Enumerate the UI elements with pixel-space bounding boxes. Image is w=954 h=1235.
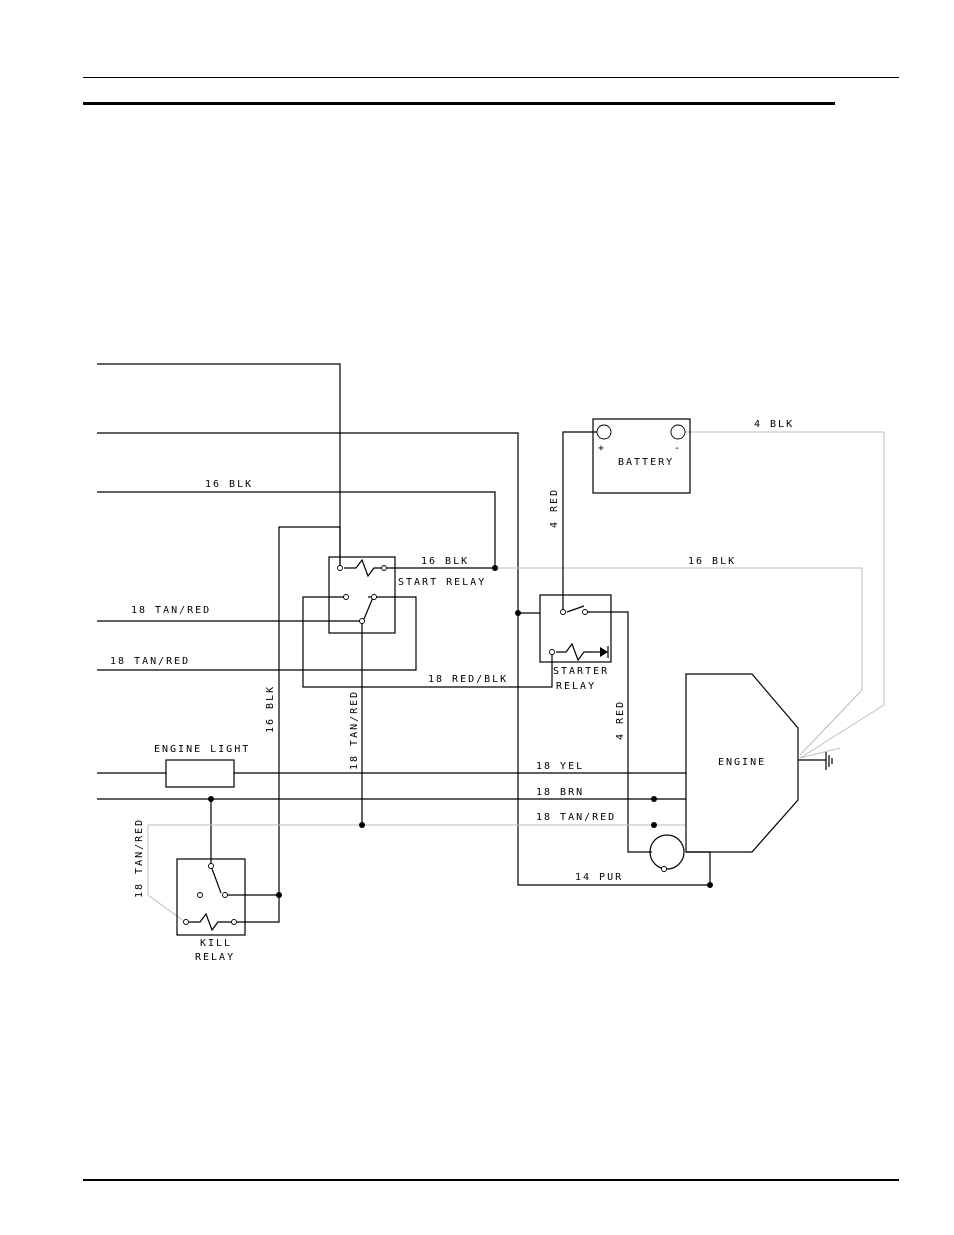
junction-dot [492, 565, 498, 571]
label-14pur: 14 PUR [575, 872, 623, 883]
battery-negative-terminal [670, 424, 686, 440]
kill-relay-label-1: KILL [200, 938, 232, 949]
engine-label: ENGINE [718, 757, 766, 768]
label-18tanred-kill: 18 TAN/RED [134, 818, 145, 898]
wire-16blk-left [97, 491, 496, 568]
wire-16blk-vert [236, 526, 341, 923]
label-4red-a: 4 RED [549, 488, 560, 528]
junction-dot [359, 822, 365, 828]
junction-dot [276, 892, 282, 898]
start-relay-terminal [381, 565, 387, 571]
junction-dot [707, 882, 713, 888]
wire-to-14pur [97, 432, 710, 886]
start-relay-box [328, 556, 396, 634]
label-4blk: 4 BLK [754, 419, 794, 430]
kill-relay-terminal [222, 892, 228, 898]
label-18tanred-vert: 18 TAN/RED [349, 690, 360, 770]
kill-relay-label-2: RELAY [195, 952, 235, 963]
header-thick-rule [83, 102, 835, 105]
starter-relay-terminal [549, 649, 555, 655]
label-16blk-vert: 16 BLK [265, 685, 276, 733]
starter-motor-terminal [661, 866, 667, 872]
start-relay-terminal [359, 618, 365, 624]
label-16blk-a: 16 BLK [205, 479, 253, 490]
start-relay-terminal [371, 594, 377, 600]
wire-4blk [678, 431, 885, 759]
starter-relay-label-2: RELAY [556, 681, 596, 692]
footer-rule [83, 1179, 899, 1181]
label-18redblk: 18 RED/BLK [428, 674, 508, 685]
junction-dot [515, 610, 521, 616]
kill-relay-terminal [208, 863, 214, 869]
battery-box [592, 418, 691, 494]
starter-relay-diode [600, 647, 608, 657]
start-relay-terminal [337, 565, 343, 571]
starter-motor [649, 834, 685, 870]
kill-relay-box [176, 858, 246, 936]
label-18brn: 18 BRN [536, 787, 584, 798]
battery-label: BATTERY [618, 457, 674, 468]
starter-relay-box [539, 594, 612, 663]
start-relay-label: START RELAY [398, 577, 486, 588]
label-16blk-c: 16 BLK [688, 556, 736, 567]
label-18yel: 18 YEL [536, 761, 584, 772]
kill-relay-switch [210, 865, 222, 894]
engine-light-label: ENGINE LIGHT [154, 744, 250, 755]
wire-4red-starter [585, 611, 652, 853]
start-relay-coil [344, 558, 384, 578]
label-4red-b: 4 RED [615, 700, 626, 740]
wire-ground-fan [799, 747, 841, 759]
wire-top-to-start-relay [97, 363, 341, 568]
junction-dot [208, 796, 214, 802]
header-thin-rule [83, 77, 899, 78]
junction-dot [651, 796, 657, 802]
label-18tanred-b: 18 TAN/RED [110, 656, 190, 667]
starter-relay-label-1: STARTER [553, 666, 609, 677]
battery-plus: + [598, 443, 606, 454]
kill-relay-terminal [231, 919, 237, 925]
junction-dot [651, 822, 657, 828]
battery-positive-terminal [596, 424, 612, 440]
kill-relay-coil [189, 912, 232, 932]
starter-relay-coil [556, 642, 600, 662]
wire-18tanred-b [97, 596, 417, 671]
wire-18redblk [302, 596, 553, 688]
engine-block [685, 673, 799, 853]
engine-light-box [165, 759, 235, 788]
label-18tanred-engine: 18 TAN/RED [536, 812, 616, 823]
kill-relay-terminal [197, 892, 203, 898]
starter-relay-terminal [582, 609, 588, 615]
label-18tanred-a: 18 TAN/RED [131, 605, 211, 616]
starter-relay-terminal [560, 609, 566, 615]
starter-relay-switch [566, 605, 585, 613]
wire-16blk-to-engine [495, 567, 863, 756]
battery-minus: - [674, 443, 682, 454]
kill-relay-terminal [183, 919, 189, 925]
start-relay-terminal [343, 594, 349, 600]
wire-4red-battery [562, 431, 604, 612]
wire-18tanred-kill [147, 825, 186, 923]
label-16blk-b: 16 BLK [421, 556, 469, 567]
